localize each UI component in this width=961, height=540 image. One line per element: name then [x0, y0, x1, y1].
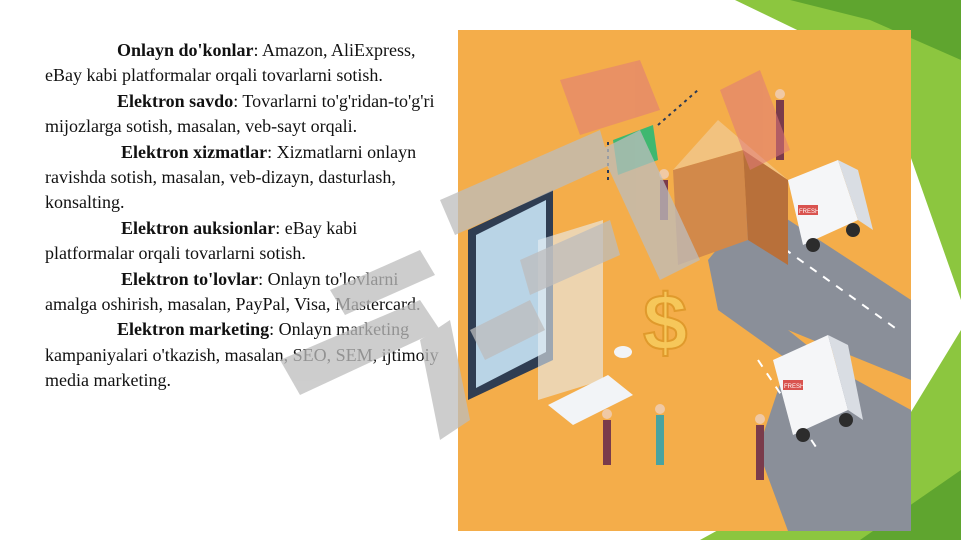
content-text: Onlayn do'konlar: Amazon, AliExpress, eB…	[45, 38, 440, 394]
ecommerce-illustration: $ FRESH FRESH	[458, 30, 911, 531]
item-e-marketing: Elektron marketing: Onlayn marketing kam…	[45, 317, 440, 393]
green-top-dark-shape	[790, 0, 961, 60]
truck-bottom: FRESH	[773, 335, 863, 442]
item-term: Elektron xizmatlar	[121, 141, 268, 162]
illustration-svg: $ FRESH FRESH	[468, 89, 911, 531]
credit-card	[613, 125, 658, 175]
item-term: Elektron auksionlar	[121, 217, 276, 238]
truck-top-label: FRESH	[799, 209, 819, 215]
item-term: Elektron marketing	[117, 319, 270, 340]
dotted-path	[607, 89, 699, 180]
truck-bottom-label: FRESH	[784, 384, 804, 390]
keyboard	[548, 375, 633, 425]
item-term: Elektron to'lovlar	[121, 268, 259, 289]
mouse	[614, 346, 632, 358]
item-e-services: Elektron xizmatlar: Xizmatlarni onlayn r…	[45, 140, 440, 216]
item-desc: : Tovarlarni to'g'ridan-to'g'ri mijozlar…	[45, 90, 435, 137]
truck-top: FRESH	[788, 160, 873, 252]
item-term: Onlayn do'konlar	[117, 40, 254, 60]
item-online-stores: Onlayn do'konlar: Amazon, AliExpress, eB…	[45, 38, 440, 89]
item-term: Elektron savdo	[117, 90, 234, 111]
item-desc: : Xizmatlarni onlayn ravishda sotish, ma…	[45, 141, 417, 213]
dollar-sign: $	[643, 278, 688, 367]
item-desc: : Amazon, AliExpress, eBay kabi platform…	[45, 40, 416, 86]
item-e-auctions: Elektron auksionlar: eBay kabi platforma…	[45, 216, 440, 267]
box-side	[743, 150, 788, 265]
glass-panel	[538, 220, 603, 400]
item-e-commerce: Elektron savdo: Tovarlarni to'g'ridan-to…	[45, 89, 440, 140]
item-desc: : eBay kabi platformalar orqali tovarlar…	[45, 217, 358, 264]
item-e-payments: Elektron to'lovlar: Onlayn to'lovlarni a…	[45, 267, 440, 318]
